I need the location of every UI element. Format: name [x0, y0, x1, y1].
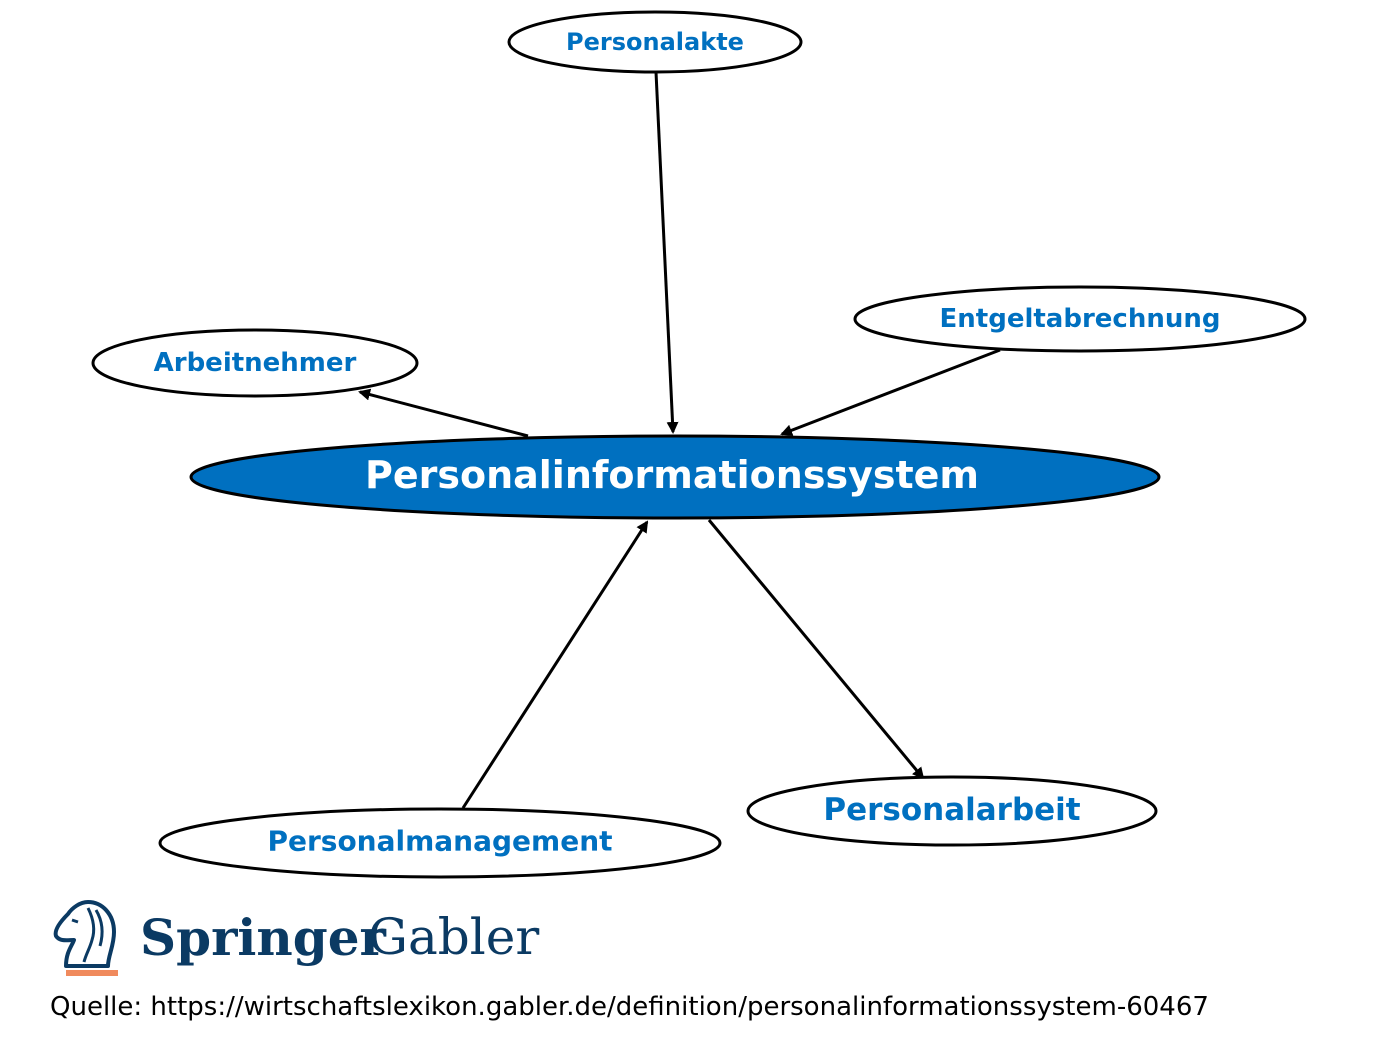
edge-entgeltabrechnung-to-center [780, 348, 1001, 437]
node-arbeitnehmer-label: Arbeitnehmer [154, 348, 357, 378]
node-personalakte[interactable]: Personalakte [507, 10, 803, 74]
node-entgeltabrechnung[interactable]: Entgeltabrechnung [853, 285, 1307, 353]
node-personalarbeit[interactable]: Personalarbeit [746, 775, 1158, 847]
knight-chess-piece-icon [53, 900, 118, 976]
edge-personalakte-to-center [654, 71, 679, 434]
edge-center-to-arbeitnehmer [358, 388, 529, 438]
logo-imprint-text: Gabler [368, 908, 540, 966]
node-entgeltabrechnung-label: Entgeltabrechnung [940, 304, 1221, 334]
node-personalmanagement-label: Personalmanagement [267, 825, 612, 858]
node-personalarbeit-label: Personalarbeit [823, 792, 1080, 828]
logo-brand-text: Springer [140, 908, 386, 967]
node-center[interactable]: Personalinformationssystem [189, 434, 1161, 520]
springer-gabler-logo: Springer Gabler [52, 900, 539, 982]
source-citation: Quelle: https://wirtschaftslexikon.gable… [50, 992, 1209, 1022]
node-arbeitnehmer[interactable]: Arbeitnehmer [91, 328, 419, 398]
edge-personalmanagement-to-center [461, 520, 649, 809]
concept-diagram: Personalakte Entgeltabrechnung Arbeitneh… [91, 10, 1307, 879]
edge-center-to-personalarbeit [707, 519, 925, 780]
node-center-label: Personalinformationssystem [365, 453, 979, 497]
node-personalmanagement[interactable]: Personalmanagement [158, 807, 722, 879]
node-personalakte-label: Personalakte [566, 28, 744, 56]
